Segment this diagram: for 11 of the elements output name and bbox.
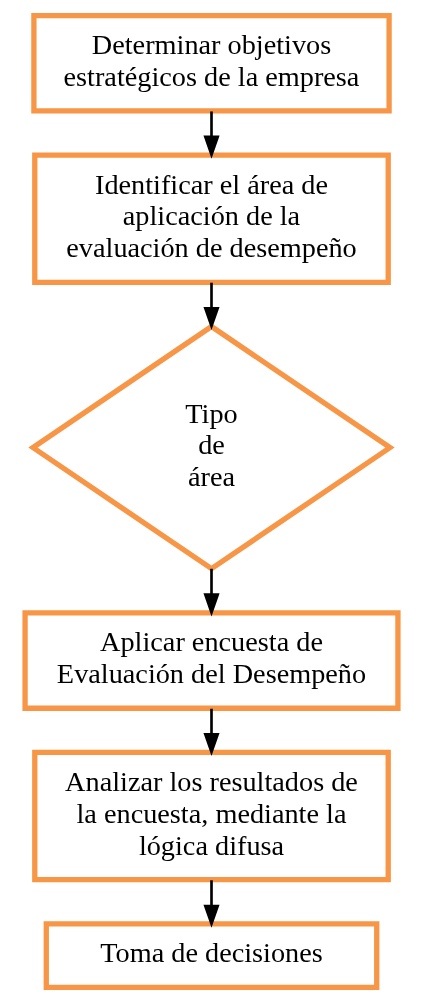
arrow bbox=[202, 880, 220, 928]
arrow bbox=[202, 708, 220, 756]
node-box: Identificar el área de aplicación de la evaluación de desempeño bbox=[31, 152, 391, 286]
arrow bbox=[202, 111, 220, 159]
arrow bbox=[202, 568, 220, 617]
node-box: Aplicar encuesta de Evaluación del Desempeño bbox=[21, 610, 401, 711]
node-box: Toma de decisiones bbox=[43, 921, 379, 991]
arrow bbox=[202, 282, 220, 330]
node-box: Analizar los resultados de la encuesta, mediante la lógica difusa bbox=[31, 749, 391, 883]
node-box: Determinar objetivos estratégicos de la empresa bbox=[30, 12, 392, 114]
node-diamond: Tipo de área bbox=[27, 323, 395, 572]
